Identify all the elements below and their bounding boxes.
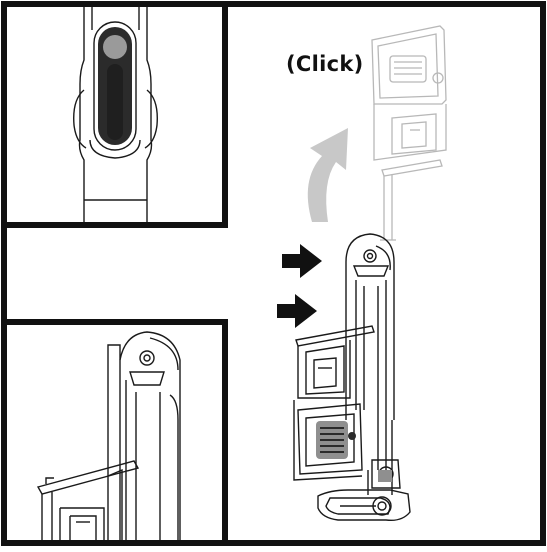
hinge-latch (129, 371, 165, 386)
power-button-slot (107, 64, 123, 140)
cup-right-edge (107, 468, 123, 540)
push-arrow-upper (282, 244, 322, 278)
hinge-pivot-inner (143, 354, 151, 362)
cup-window-inner (69, 515, 97, 540)
faded-vent (389, 55, 427, 83)
neck-fill (378, 470, 392, 482)
cup-clip (45, 477, 54, 484)
motor-button (348, 432, 356, 440)
vac-cup-window (305, 345, 345, 395)
vac-body-inner-2 (363, 286, 379, 470)
vac-latch (352, 265, 390, 277)
faded-lid (381, 159, 443, 177)
curved-up-arrow-icon (307, 128, 348, 222)
bulge-left (73, 89, 87, 149)
faded-housing-inner (377, 33, 439, 99)
faded-vent-lines (394, 61, 422, 75)
right-arrow-icon (277, 244, 322, 328)
cup-lid (36, 460, 140, 495)
cup-window-top (60, 507, 105, 540)
faded-wand (383, 174, 393, 240)
vac-neck (371, 459, 401, 489)
vac-motor-inner (305, 413, 355, 467)
faded-cup-inner (401, 121, 427, 149)
motor-vent-slats (320, 427, 344, 453)
vac-hinge-cap (345, 233, 395, 263)
hinge-body-left (107, 344, 121, 540)
vac-cup-body (297, 340, 351, 399)
top-left-panel-border (1, 1, 228, 228)
hinge-pivot-outer (139, 350, 155, 366)
vac-body-inner (355, 280, 387, 470)
faded-cup-body (373, 104, 447, 161)
faded-upper-handle (371, 25, 447, 241)
detail-hinge-bottom (36, 331, 181, 540)
faded-cup-window (391, 113, 437, 155)
vac-floor-head-inner (325, 497, 391, 515)
vac-floor-head (317, 489, 411, 522)
vac-wheel-hub (377, 501, 387, 511)
housing-lower-curve (89, 139, 141, 159)
faded-button (432, 72, 444, 84)
vacuum-main (293, 233, 411, 522)
power-button-indicator (103, 35, 127, 59)
detail-handle-top (73, 7, 158, 222)
vac-wand (367, 420, 393, 495)
vac-motor-pod (297, 403, 363, 475)
bottom-left-panel-border (1, 319, 228, 546)
bulge-right (144, 89, 158, 149)
vac-wheel (372, 496, 392, 516)
vac-cup-window-inner (313, 357, 337, 389)
push-arrow-lower (277, 294, 317, 328)
handle-body-right-edge (146, 7, 153, 222)
vac-pod-outline (293, 400, 363, 481)
hinge-cap (119, 331, 181, 540)
vac-body-sides (345, 262, 395, 420)
vac-pivot-inner (366, 252, 374, 260)
button-housing (93, 21, 137, 151)
vacuum-dark-fills (316, 421, 392, 482)
vac-pivot-outer (363, 249, 377, 263)
hinge-cap-inner (149, 337, 179, 371)
vac-cup-lid (295, 325, 375, 347)
handle-body-left-edge (78, 7, 85, 222)
hinge-inner-line-4 (169, 394, 179, 540)
faded-motor-housing (371, 25, 447, 105)
click-callout: (Click) (286, 52, 364, 76)
power-button (98, 27, 132, 145)
vac-cap-inner (375, 245, 391, 271)
